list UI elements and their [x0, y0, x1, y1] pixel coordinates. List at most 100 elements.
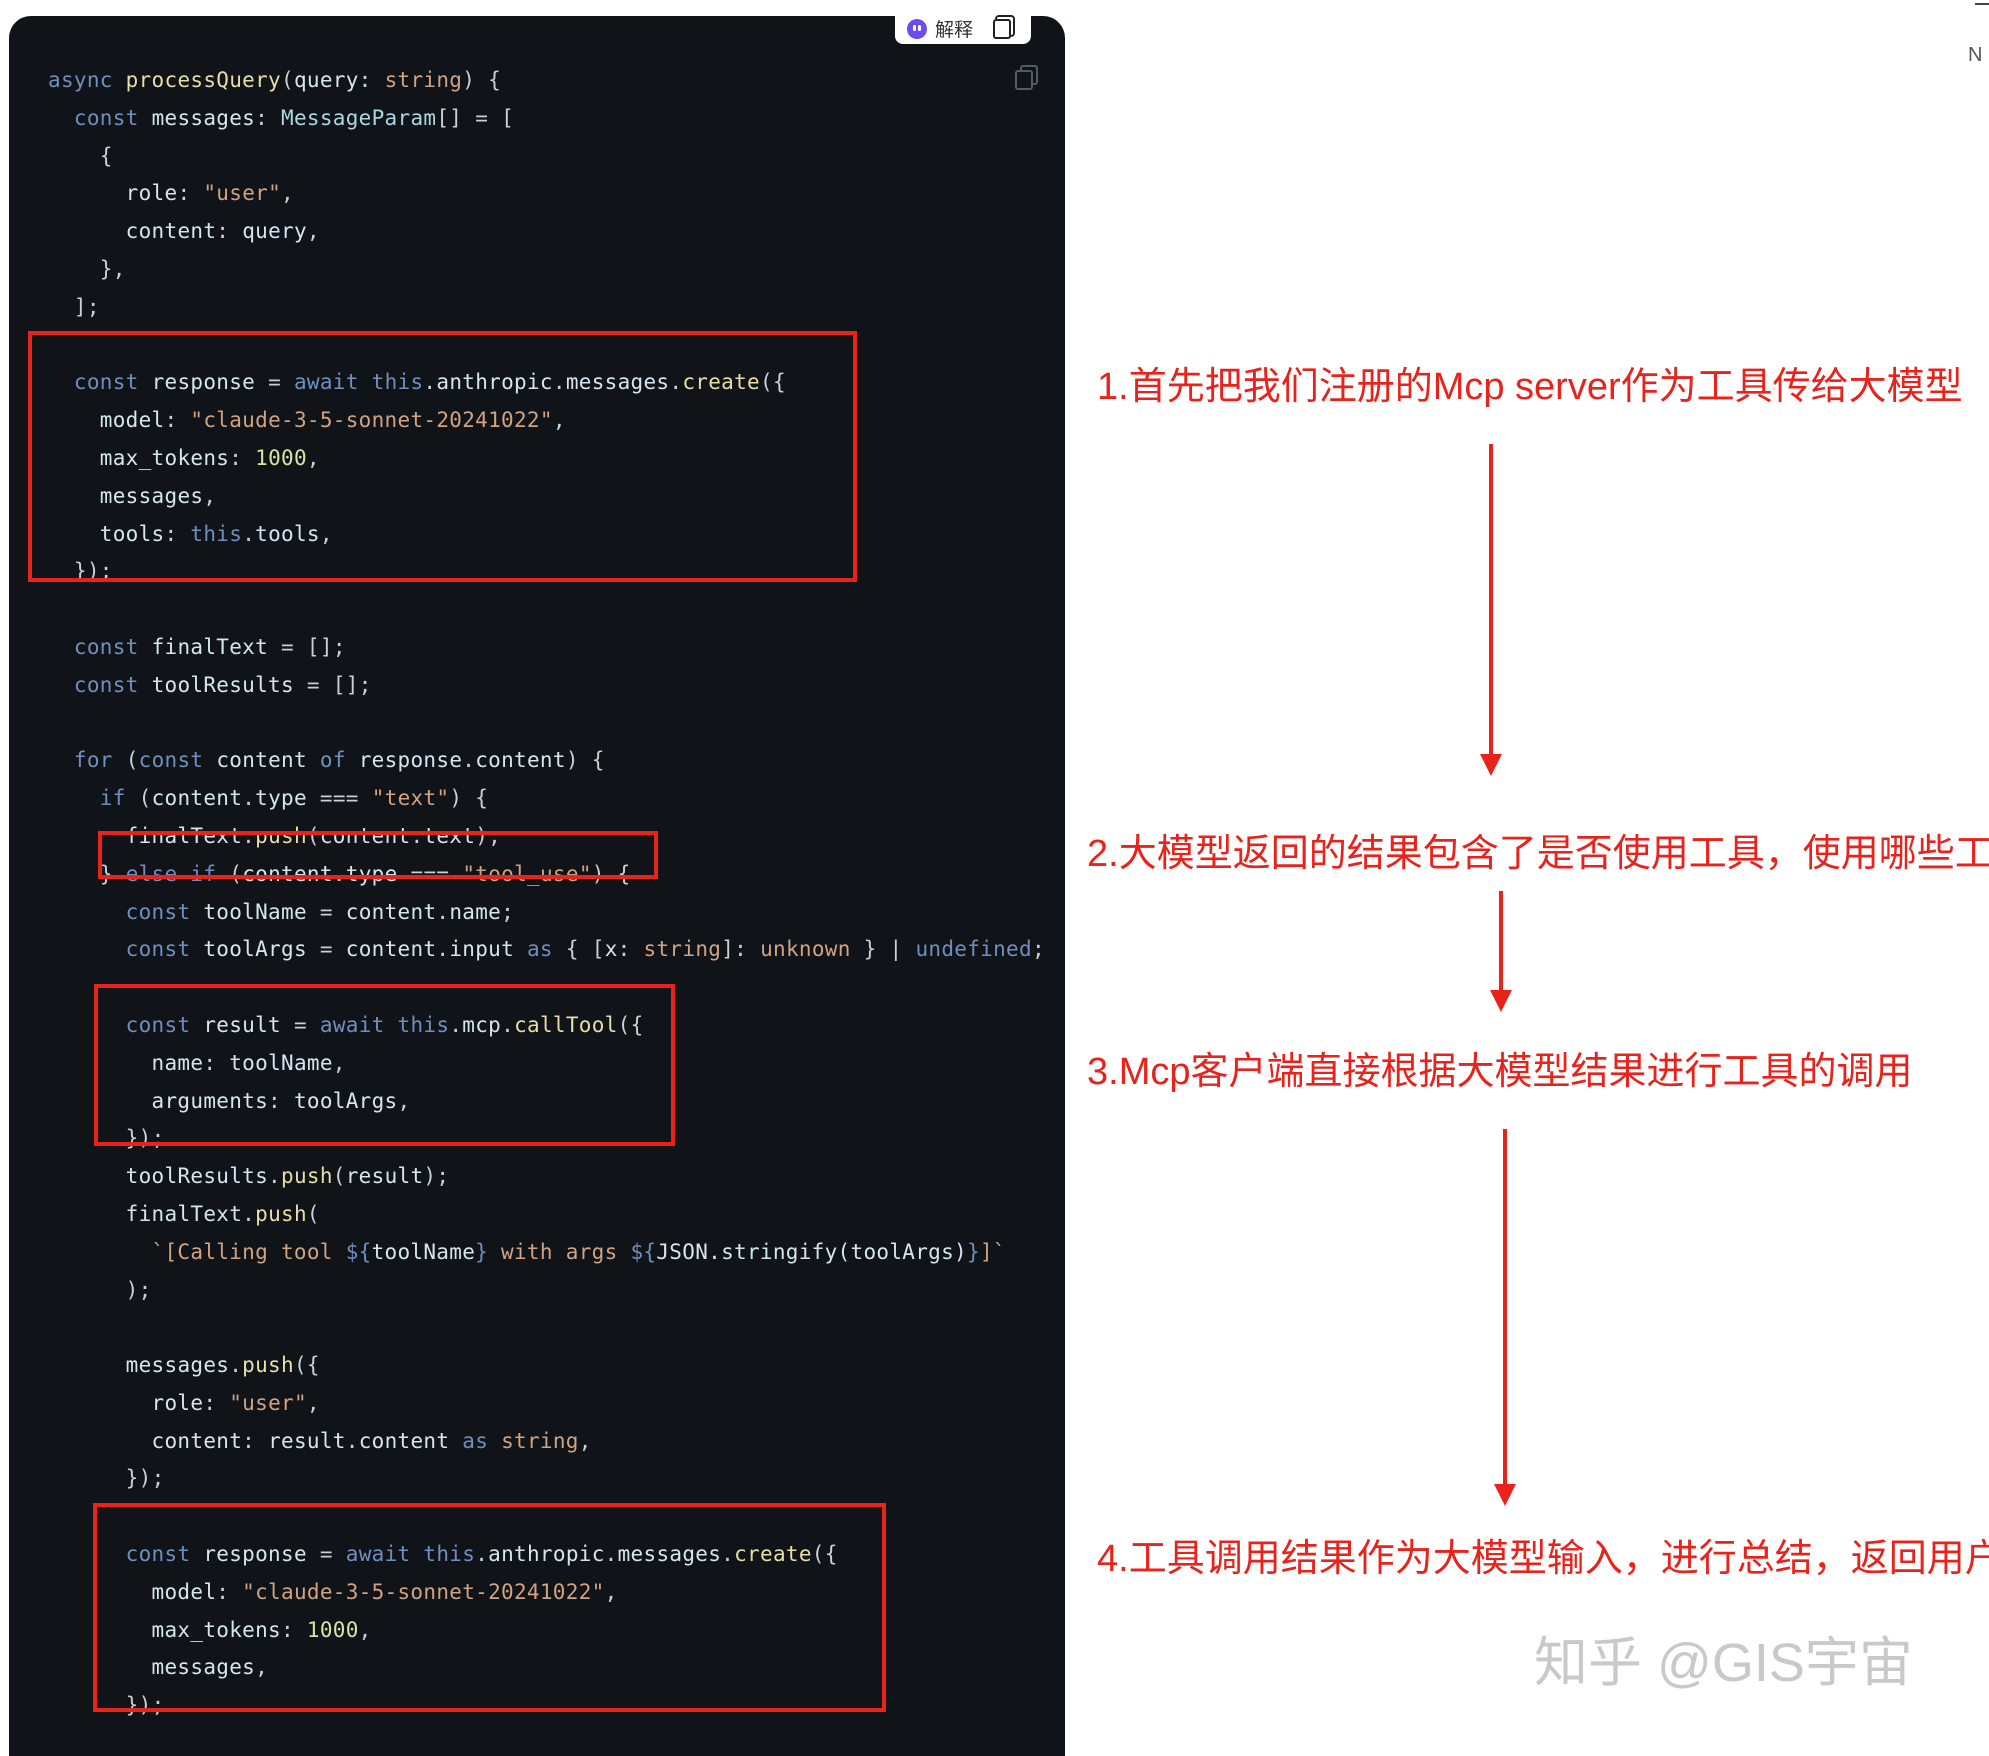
code-line: for (const content of response.content) … [48, 742, 1045, 780]
code-token [48, 862, 100, 886]
code-token [48, 106, 74, 130]
code-token: ( [811, 1542, 825, 1567]
code-token: } [863, 937, 877, 962]
code-token: push [242, 1353, 294, 1378]
code-token [190, 900, 203, 924]
code-token: messages [151, 105, 256, 130]
code-token: : [164, 521, 178, 546]
code-token: : [617, 937, 631, 962]
code-token [139, 635, 152, 659]
code-token: ( [332, 1164, 346, 1189]
code-token: ( [281, 68, 294, 92]
code-token: , [332, 1050, 346, 1075]
code-token: model [99, 408, 165, 433]
copy-icon[interactable] [993, 18, 1012, 39]
code-token: finalText [125, 823, 243, 848]
code-token [488, 106, 501, 130]
code-token: ]` [979, 1239, 1006, 1264]
code-token: ( [760, 370, 773, 395]
code-token [48, 1391, 152, 1415]
code-token: as [526, 937, 553, 962]
code-token [307, 748, 320, 772]
code-token: , [552, 408, 566, 433]
code-token: ${ [630, 1239, 657, 1264]
code-line: model: "claude-3-5-sonnet-20241022", [48, 402, 1045, 440]
code-token: ( [138, 786, 152, 811]
code-token: ( [293, 1353, 307, 1378]
code-token [48, 144, 100, 168]
code-token [126, 786, 139, 810]
annotation-step-2: 2.大模型返回的结果包含了是否使用工具，使用哪些工具 [1087, 833, 1989, 875]
code-token [48, 1466, 126, 1490]
menu-icon[interactable] [1975, 0, 1989, 5]
code-line [48, 591, 1045, 629]
code-token [475, 68, 488, 92]
code-token: . [436, 937, 450, 962]
code-token: role [151, 1390, 204, 1415]
code-token: . [449, 1012, 463, 1037]
code-token: : [216, 1579, 230, 1604]
code-token: = [319, 786, 333, 811]
code-token: = [281, 634, 294, 659]
code-token: , [604, 1579, 618, 1604]
code-token: . [501, 1012, 515, 1037]
code-token: = [319, 937, 333, 962]
code-token [268, 635, 281, 659]
code-token [514, 937, 527, 961]
code-token: } [967, 1239, 980, 1264]
code-token: = [319, 899, 333, 924]
code-token: = [475, 105, 489, 130]
code-line: role: "user", [48, 1385, 1045, 1423]
code-token: [ [501, 105, 515, 130]
explain-button[interactable]: 解释 [935, 20, 974, 41]
code-token: type [255, 786, 307, 811]
code-token [488, 1429, 501, 1453]
code-token: messages [99, 483, 204, 508]
code-token: messages [125, 1353, 230, 1378]
code-line: arguments: toolArgs, [48, 1083, 1045, 1121]
code-token: ] [319, 634, 333, 659]
code-token [48, 219, 126, 243]
copy-icon[interactable] [1015, 70, 1033, 90]
code-token: content [242, 861, 333, 886]
code-token: . [604, 1542, 618, 1567]
code-token: messages [617, 1542, 722, 1567]
code-line: `[Calling tool ${toolName} with args ${J… [48, 1234, 1045, 1272]
code-token: : [203, 1390, 217, 1415]
code-line: const response = await this.anthropic.me… [48, 364, 1045, 402]
highlight-box-second-request [93, 1503, 886, 1712]
code-token: , [281, 181, 294, 206]
code-token: : [164, 408, 178, 433]
code-token: = [268, 370, 282, 395]
code-token: content [125, 219, 217, 244]
code-token: for [73, 748, 113, 773]
code-token [48, 748, 74, 772]
code-token: ] [345, 672, 359, 697]
code-token: finalText [151, 634, 269, 659]
code-token: push [255, 1201, 307, 1226]
code-token: MessageParam [281, 105, 437, 130]
code-token: , [255, 1655, 269, 1680]
code-token: callTool [514, 1012, 618, 1037]
code-token: content [216, 748, 307, 773]
code-token: ) [125, 1277, 139, 1302]
code-token [294, 635, 307, 659]
code-token: content [358, 1428, 450, 1453]
code-token [307, 937, 320, 961]
code-token: x [604, 937, 618, 962]
code-token: . [268, 1164, 281, 1189]
code-token: toolArgs [293, 1088, 398, 1113]
code-token [372, 68, 385, 92]
code-token: : [255, 105, 269, 130]
highlight-box-call-tool [94, 984, 675, 1146]
code-token: finalText [125, 1201, 243, 1226]
code-token: type [345, 861, 398, 886]
code-token [48, 1429, 152, 1453]
code-token: ) [475, 823, 489, 848]
code-token [190, 181, 203, 205]
code-token: . [332, 861, 346, 886]
code-token: "user" [203, 181, 282, 206]
code-token: ; [501, 899, 515, 924]
code-token: content [319, 823, 411, 848]
code-token [48, 1353, 126, 1377]
